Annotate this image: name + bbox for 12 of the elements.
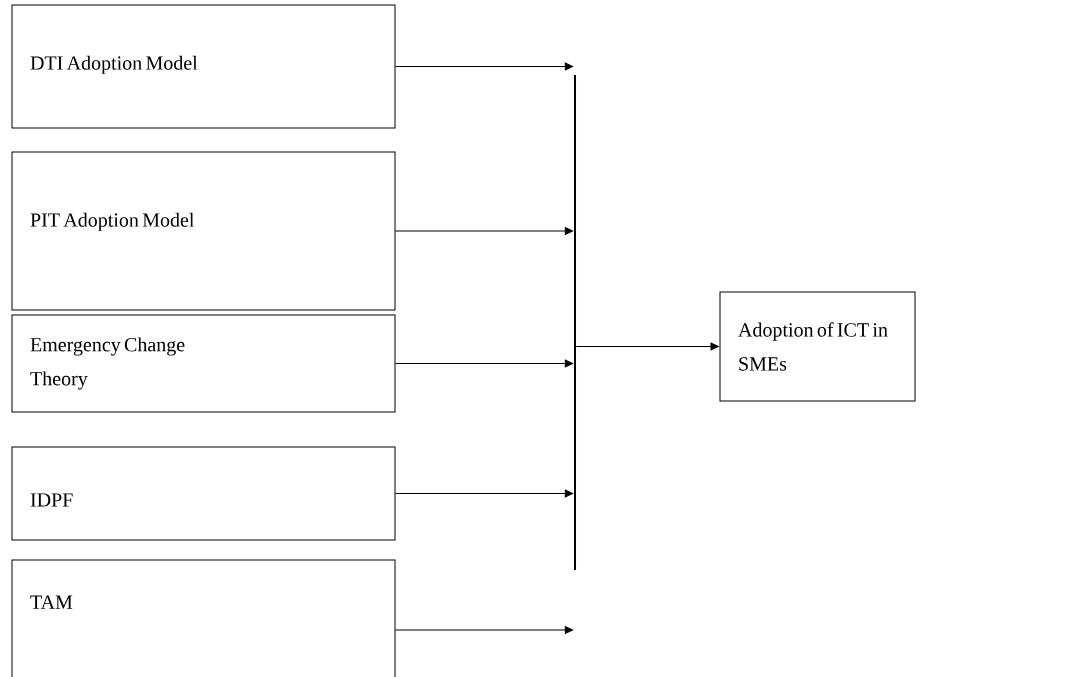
arrow: [395, 626, 574, 634]
process-box: PIT Adoption Model: [11, 151, 396, 311]
arrow: [395, 62, 574, 71]
process-box: DTI Adoption Model: [11, 4, 396, 129]
arrow: [395, 359, 574, 368]
arrow: [395, 489, 574, 498]
outcome-box: Adoption of ICT in SMEs: [719, 291, 916, 402]
process-box: TAM: [11, 559, 396, 677]
process-box: IDPF: [11, 446, 396, 541]
process-box: Emergency Change Theory: [11, 314, 396, 413]
arrow: [395, 227, 574, 235]
arrow: [575, 342, 719, 351]
